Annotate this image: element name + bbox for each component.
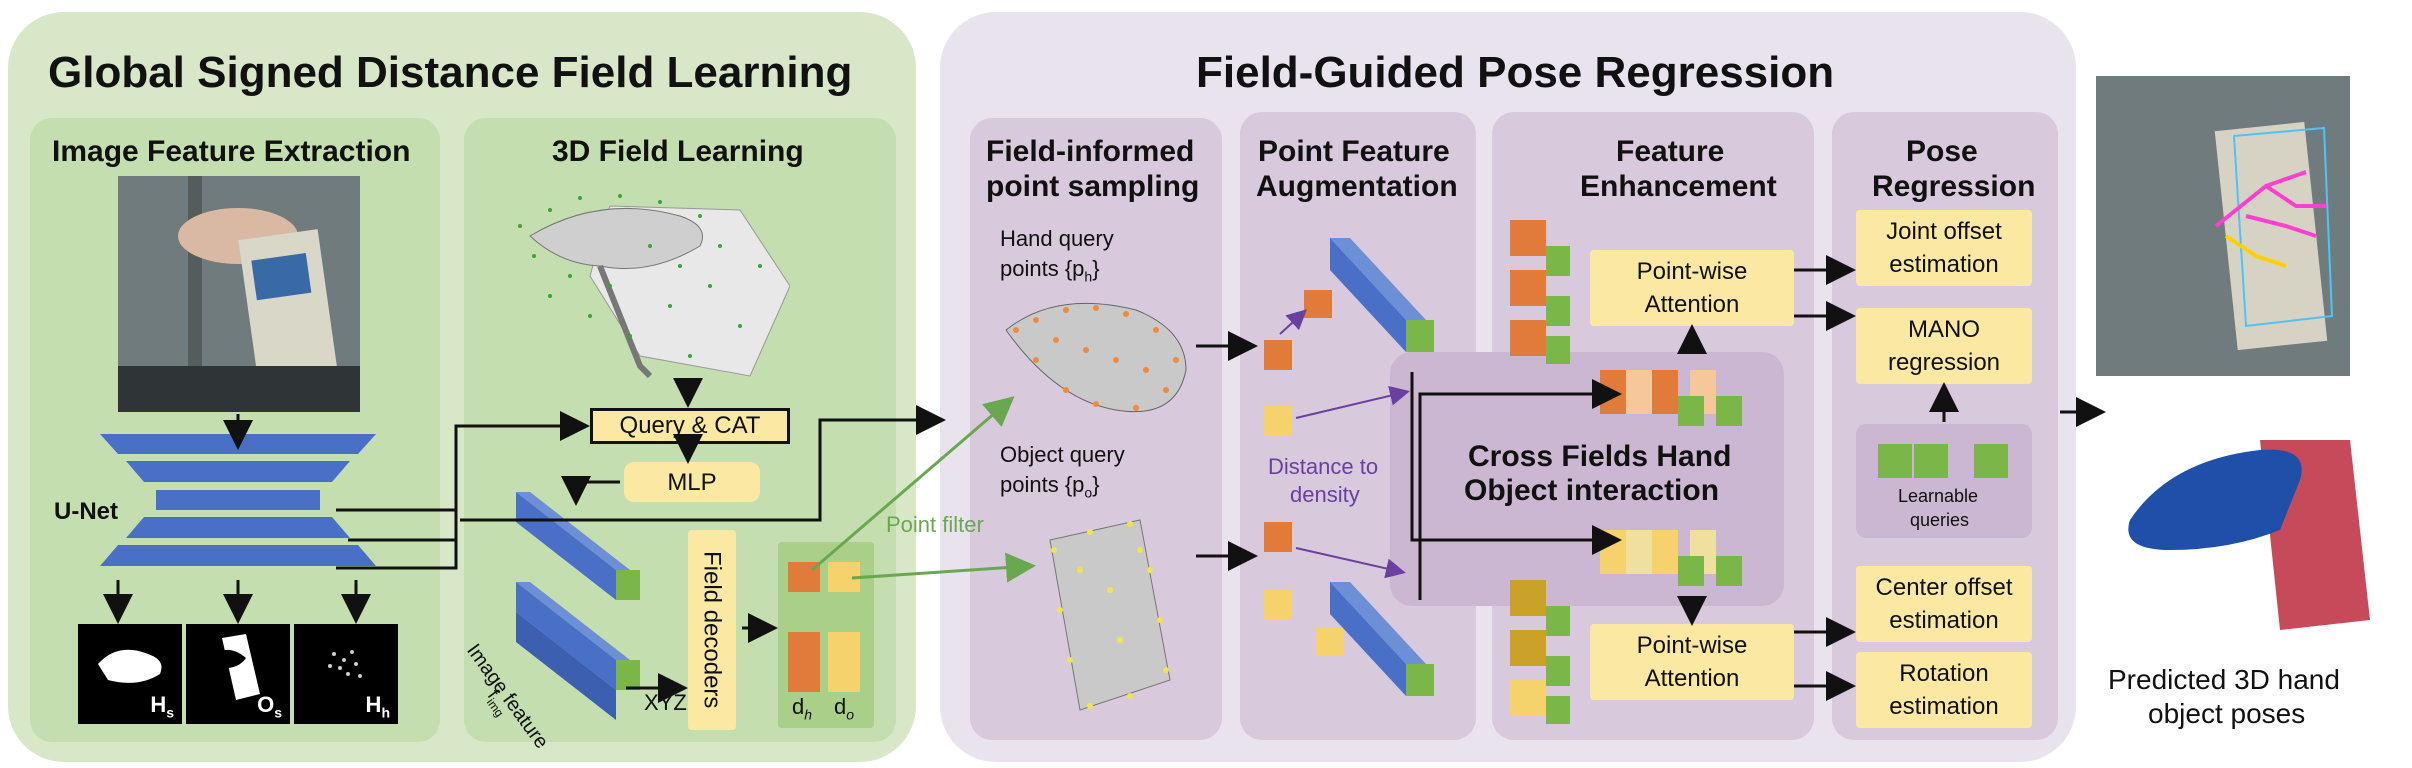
attention-top-2: Attention bbox=[1644, 291, 1740, 318]
mask-h-label: H bbox=[150, 691, 167, 717]
dh-sub: h bbox=[804, 706, 813, 723]
enhancement-features bbox=[1510, 220, 1742, 724]
center-offset-box: Center offset estimation bbox=[1856, 566, 2032, 642]
do-sub: o bbox=[846, 706, 855, 723]
object-mask-icon bbox=[214, 634, 260, 700]
augmentation-features bbox=[1264, 238, 1438, 696]
attention-bottom-box: Point-wise Attention bbox=[1590, 624, 1794, 700]
xyz-label: XYZ bbox=[644, 690, 687, 715]
keypoint-mask: Hh bbox=[294, 624, 398, 724]
hand-mesh-icon bbox=[1005, 302, 1187, 413]
hand-query-sub: h bbox=[1084, 268, 1093, 285]
pose-regression-title: Field-Guided Pose Regression bbox=[1196, 48, 1835, 97]
mano-box: MANO regression bbox=[1856, 308, 2032, 384]
learnable-2: queries bbox=[1910, 510, 1970, 530]
object-mask: Os bbox=[186, 624, 290, 724]
center-offset-1: Center offset bbox=[1875, 574, 2013, 601]
output-caption-1: Predicted 3D hand bbox=[2108, 664, 2340, 695]
enhancement-title-1: Feature bbox=[1616, 135, 1725, 168]
object-query-1: Object query bbox=[1000, 442, 1125, 467]
mlp-label: MLP bbox=[667, 468, 717, 496]
attention-bottom-1: Point-wise bbox=[1636, 632, 1748, 659]
output-pose-image bbox=[2096, 76, 2350, 376]
field-decoders-box: Field decoders bbox=[688, 530, 736, 730]
augmentation-title-1: Point Feature bbox=[1258, 135, 1450, 168]
image-feature-stack bbox=[516, 492, 640, 720]
hand-query-1: Hand query bbox=[1000, 226, 1114, 251]
center-offset-2: estimation bbox=[1889, 607, 1999, 634]
mask-h-sub: s bbox=[166, 704, 174, 720]
rotation-box: Rotation estimation bbox=[1856, 652, 2032, 728]
learnable-1: Learnable bbox=[1898, 486, 1979, 506]
joint-offset-2: estimation bbox=[1889, 251, 1999, 278]
regression-title-1: Pose bbox=[1906, 135, 1978, 168]
attention-top-box: Point-wise Attention bbox=[1590, 250, 1794, 326]
joint-offset-box: Joint offset estimation bbox=[1856, 210, 2032, 286]
learnable-queries-box bbox=[1856, 424, 2032, 538]
sampling-title-2: point sampling bbox=[986, 170, 1200, 203]
input-image bbox=[118, 176, 360, 412]
object-mesh-icon bbox=[1049, 519, 1171, 711]
rotation-2: estimation bbox=[1889, 693, 1999, 720]
do-label: do bbox=[834, 694, 854, 722]
object-query-text: points {p bbox=[1000, 472, 1085, 497]
hand-query-text: points {p bbox=[1000, 256, 1085, 281]
hand-mask: Hs bbox=[78, 624, 182, 724]
rotation-1: Rotation bbox=[1899, 660, 1989, 687]
output-caption-2: object poses bbox=[2148, 698, 2306, 729]
do-text: d bbox=[834, 694, 847, 719]
input-image-content bbox=[118, 176, 360, 412]
mano-1: MANO bbox=[1908, 316, 1980, 343]
attention-top-1: Point-wise bbox=[1636, 258, 1748, 285]
enhancement-title-2: Enhancement bbox=[1580, 170, 1777, 203]
point-filter-label: Point filter bbox=[886, 512, 984, 537]
mask-o-sub: s bbox=[274, 704, 282, 720]
field-decoders-label: Field decoders bbox=[698, 551, 726, 709]
query-cat-box: Query & CAT bbox=[590, 408, 790, 444]
mask-hh-sub: h bbox=[381, 704, 390, 720]
mano-2: regression bbox=[1887, 349, 2001, 376]
joint-offset-1: Joint offset bbox=[1886, 218, 2002, 245]
predicted-3d-mesh bbox=[2128, 440, 2370, 630]
hand-mask-icon bbox=[98, 649, 162, 683]
mask-hh-label: H bbox=[365, 691, 382, 717]
sampling-title-1: Field-informed bbox=[986, 135, 1195, 168]
distance-cubes bbox=[788, 562, 860, 692]
mlp-box: MLP bbox=[624, 462, 760, 502]
distance-density-2: density bbox=[1290, 482, 1360, 507]
augmentation-title-2: Augmentation bbox=[1256, 170, 1458, 203]
dh-label: dh bbox=[792, 694, 812, 722]
unet-label: U-Net bbox=[54, 498, 118, 525]
sdf-learning-title: Global Signed Distance Field Learning bbox=[48, 48, 853, 97]
object-query-sub: o bbox=[1084, 484, 1093, 501]
regression-title-2: Regression bbox=[1872, 170, 2036, 203]
dh-text: d bbox=[792, 694, 805, 719]
hand-sdf-pointcloud bbox=[518, 194, 790, 379]
keypoint-mask-icon bbox=[328, 650, 362, 678]
attention-bottom-2: Attention bbox=[1644, 665, 1740, 692]
object-query-2: points {po} bbox=[1000, 472, 1100, 501]
field-learning-title: 3D Field Learning bbox=[552, 135, 804, 168]
mask-o-label: O bbox=[257, 691, 275, 717]
output-pose-content bbox=[2096, 76, 2350, 376]
query-cat-label: Query & CAT bbox=[619, 412, 761, 439]
unet-diagram bbox=[100, 434, 376, 566]
hand-query-2: points {ph} bbox=[1000, 256, 1100, 285]
image-feature-title: Image Feature Extraction bbox=[52, 135, 411, 168]
distance-density-1: Distance to bbox=[1268, 454, 1379, 479]
learnable-queries-icon bbox=[1878, 444, 2008, 478]
